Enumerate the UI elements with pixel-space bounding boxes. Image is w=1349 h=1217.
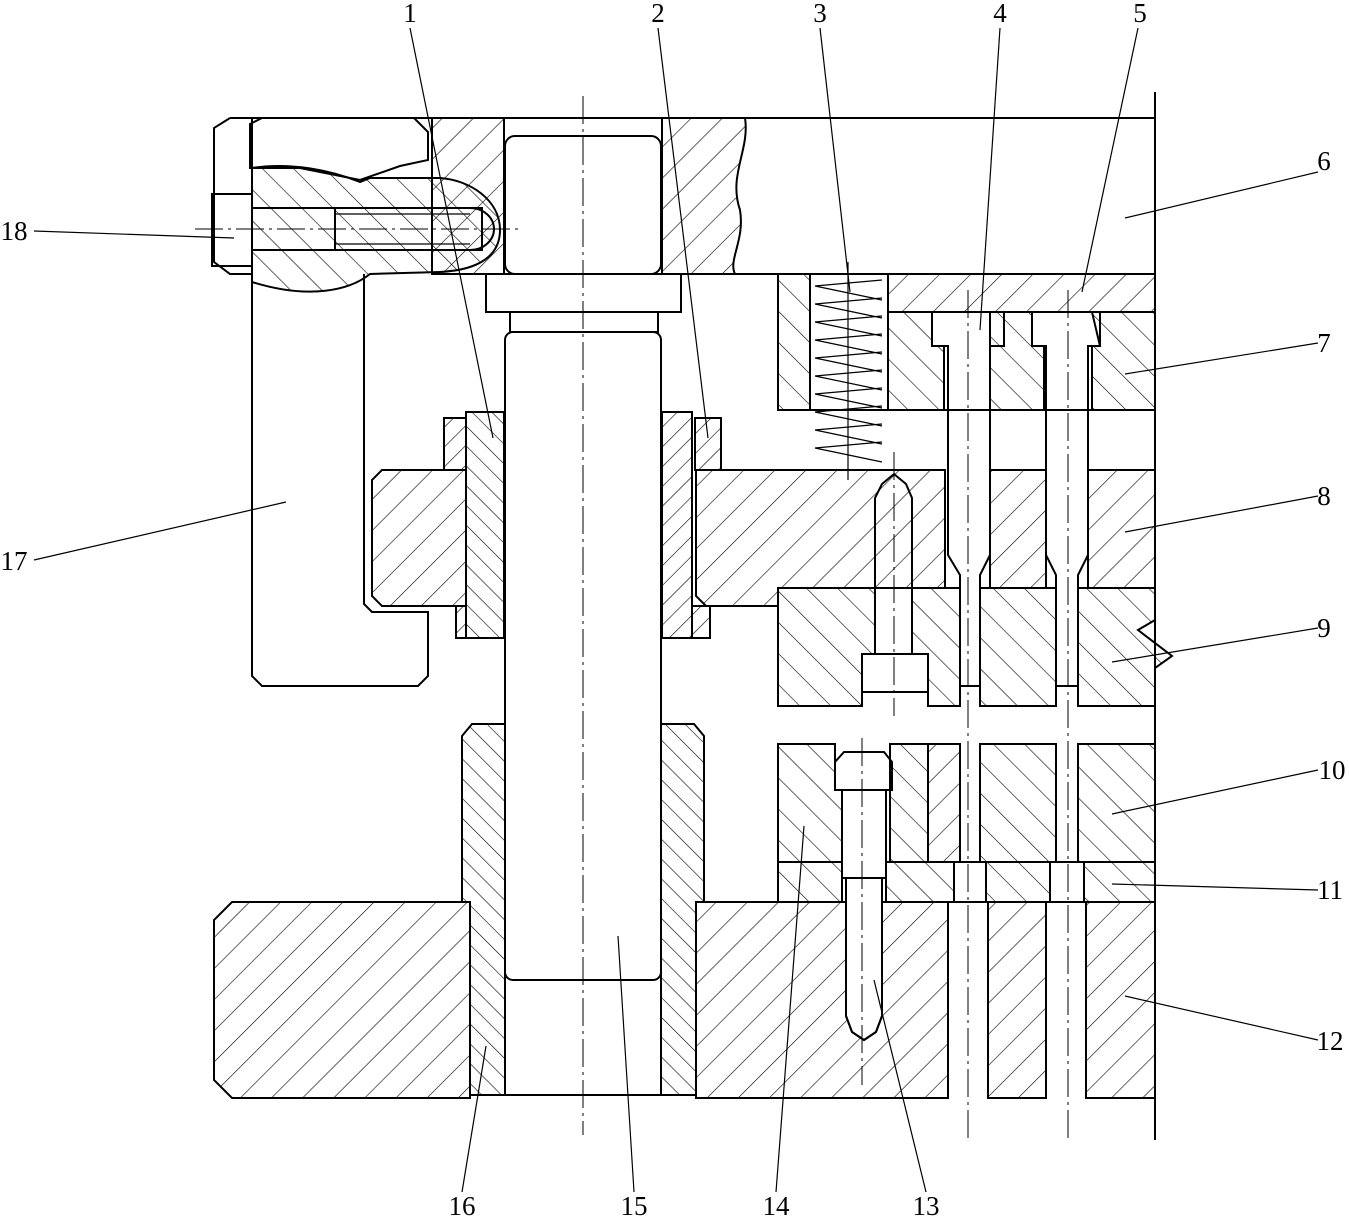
callout-3: 3: [813, 0, 827, 28]
callout-14: 14: [763, 1191, 791, 1217]
callout-1: 1: [403, 0, 417, 28]
guide-post: [485, 96, 682, 1135]
spring: [777, 262, 1156, 480]
callout-11: 11: [1317, 875, 1343, 905]
leader-lines: [33, 27, 1319, 1193]
plate-9: [777, 587, 1174, 707]
callout-13: 13: [913, 1191, 940, 1217]
stripper-flange: [371, 469, 946, 607]
callout-9: 9: [1317, 613, 1331, 643]
callout-15: 15: [621, 1191, 648, 1217]
upper-screw: [861, 452, 929, 716]
callout-2: 2: [651, 0, 665, 28]
callout-16: 16: [449, 1191, 476, 1217]
callout-12: 12: [1317, 1026, 1344, 1056]
guide-bushing-upper: [443, 411, 722, 639]
holder-17: [213, 117, 429, 687]
callout-18: 18: [1, 216, 28, 246]
stripper-plate: [989, 469, 1156, 589]
callout-4: 4: [993, 0, 1007, 28]
clamp-block: [195, 117, 520, 293]
callout-6: 6: [1317, 146, 1331, 176]
callout-10: 10: [1319, 755, 1346, 785]
callout-8: 8: [1317, 481, 1331, 511]
lower-die-plate: [213, 901, 1156, 1099]
punch-plate: [778, 311, 1156, 411]
callout-17: 17: [1, 546, 28, 576]
callout-7: 7: [1317, 328, 1331, 358]
callout-5: 5: [1133, 0, 1147, 28]
